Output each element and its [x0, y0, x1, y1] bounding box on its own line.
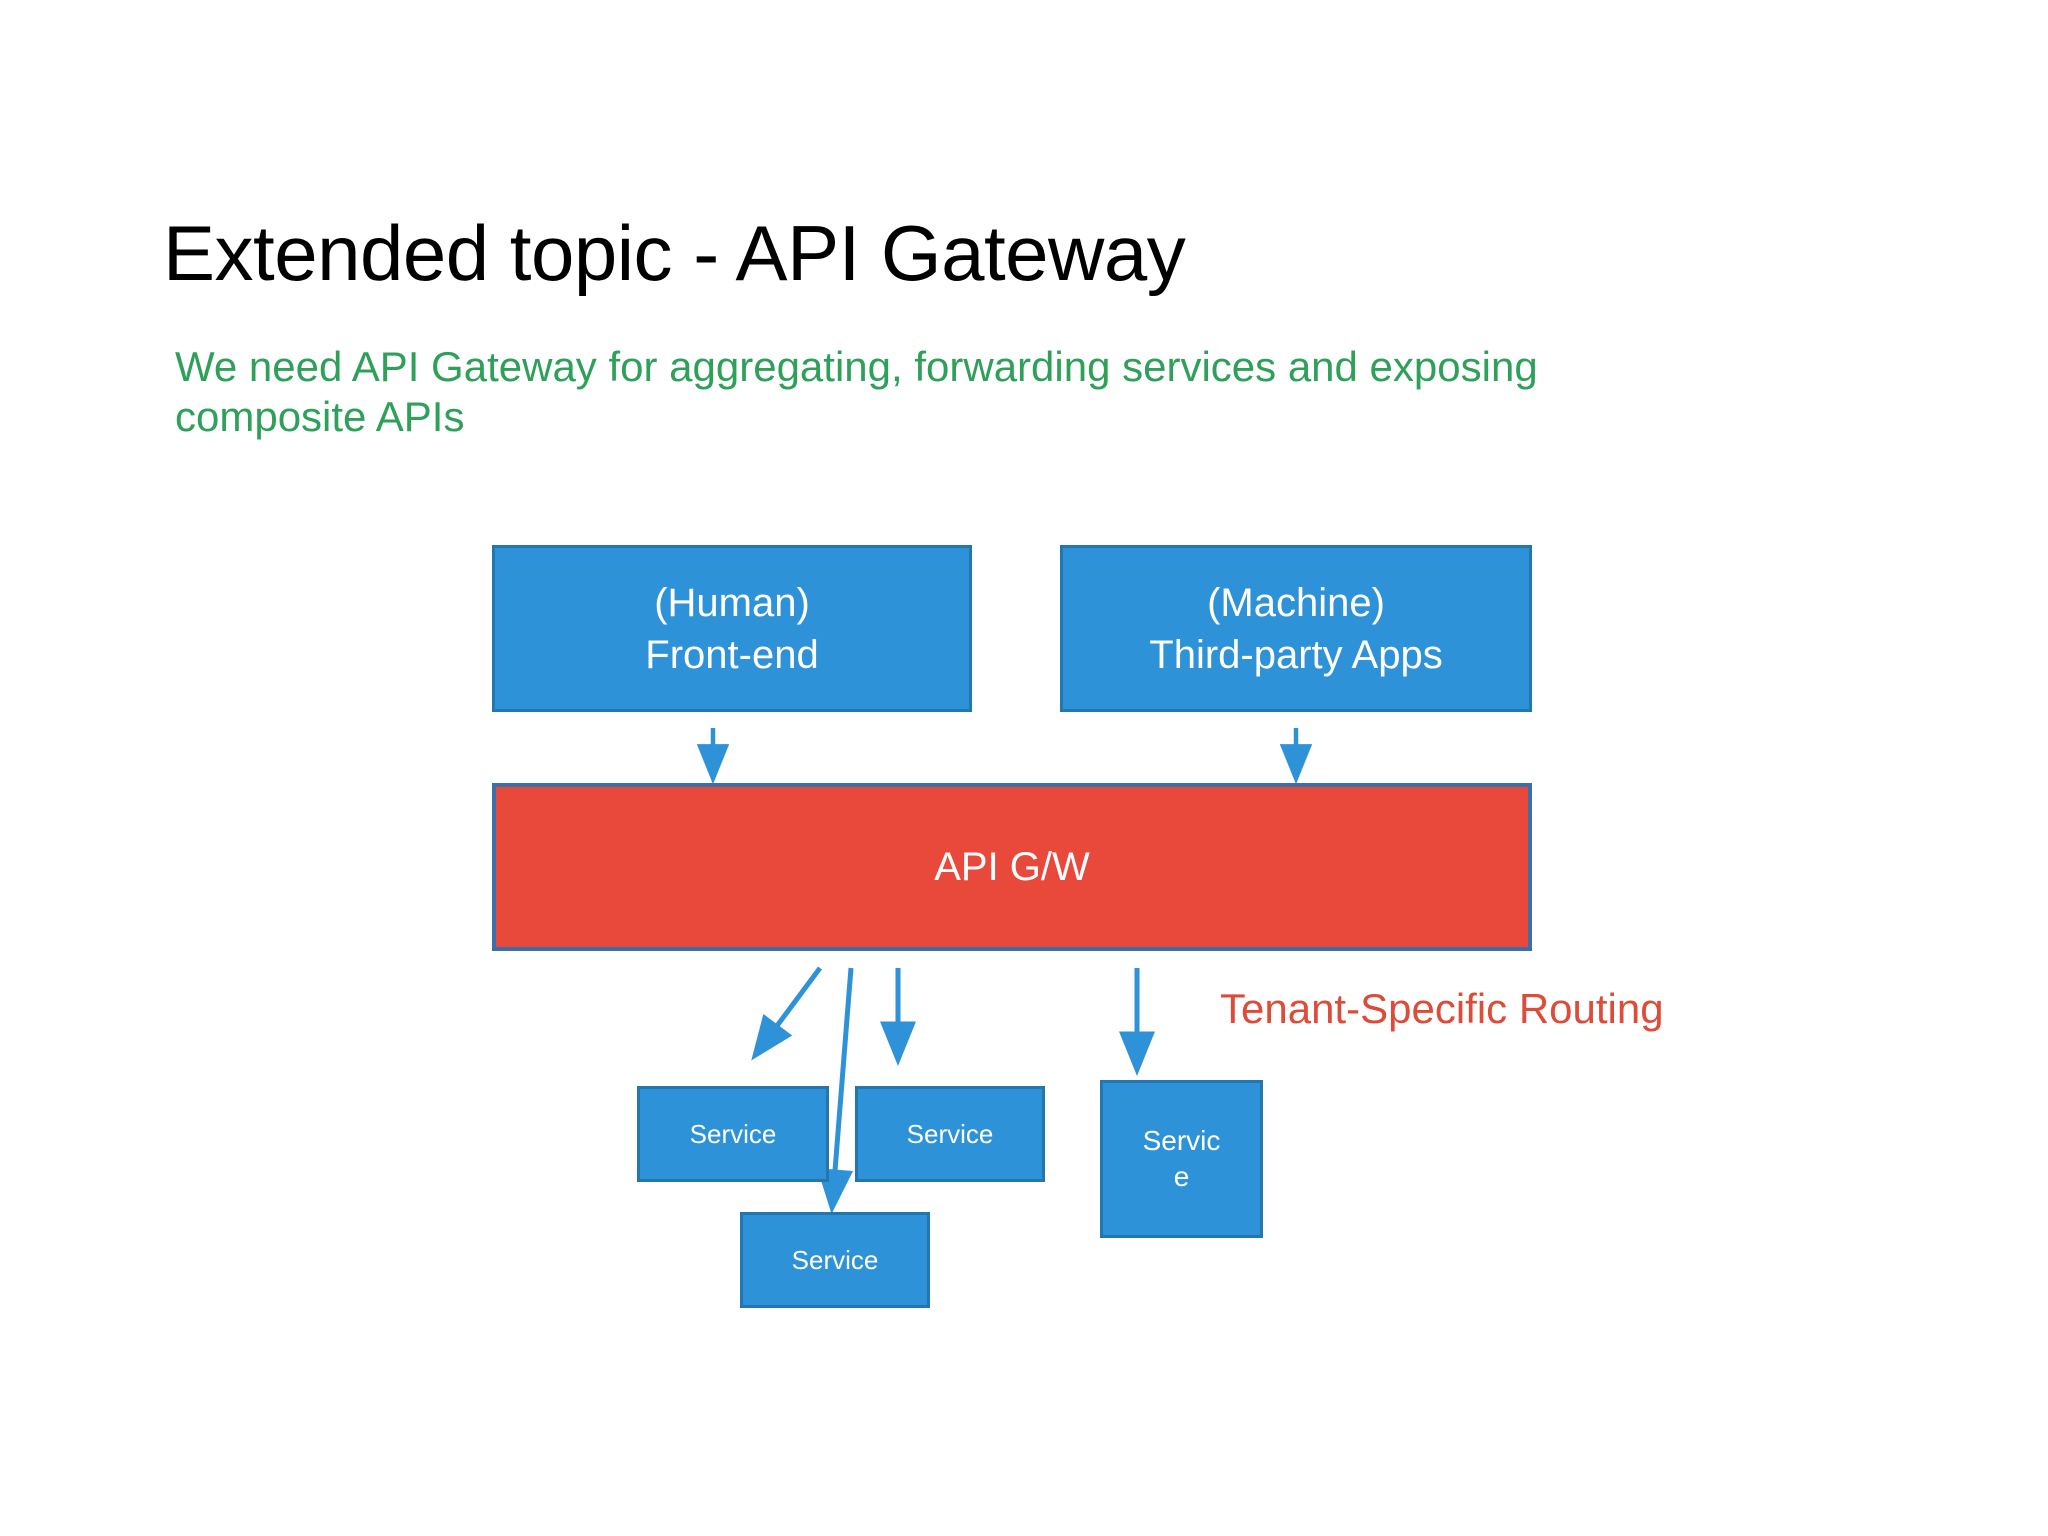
node-api-gateway[interactable]: API G/W — [492, 783, 1532, 951]
node-service-4-label-line-2: e — [1173, 1161, 1190, 1192]
arrow-gateway-to-service-1 — [751, 966, 823, 1061]
node-human-label-line-1: (Human) — [654, 580, 810, 625]
annotation-tenant-specific-routing: Tenant-Specific Routing — [1220, 985, 1664, 1032]
node-service-1-label: Service — [689, 1118, 777, 1149]
node-machine-label-line-1: (Machine) — [1207, 580, 1385, 625]
node-human-front-end[interactable]: (Human) Front-end — [492, 545, 972, 712]
node-service-2[interactable]: Service — [855, 1086, 1045, 1182]
node-api-gateway-label: API G/W — [934, 844, 1090, 889]
arrow-gateway-to-service-3 — [817, 967, 854, 1214]
node-service-4-label-line-1: Servic — [1142, 1124, 1221, 1156]
node-service-4[interactable]: Servic e — [1100, 1080, 1263, 1238]
node-service-3[interactable]: Service — [740, 1212, 930, 1308]
node-machine-label-line-2: Third-party Apps — [1149, 632, 1443, 677]
node-service-3-label: Service — [791, 1244, 879, 1275]
slide-subtitle: We need API Gateway for aggregating, for… — [175, 343, 1538, 440]
page-title: Extended topic - API Gateway — [163, 209, 1186, 298]
node-service-1[interactable]: Service — [637, 1086, 829, 1182]
node-human-label-line-2: Front-end — [645, 632, 819, 677]
node-service-2-label: Service — [906, 1118, 994, 1149]
node-machine-third-party-apps[interactable]: (Machine) Third-party Apps — [1060, 545, 1532, 712]
